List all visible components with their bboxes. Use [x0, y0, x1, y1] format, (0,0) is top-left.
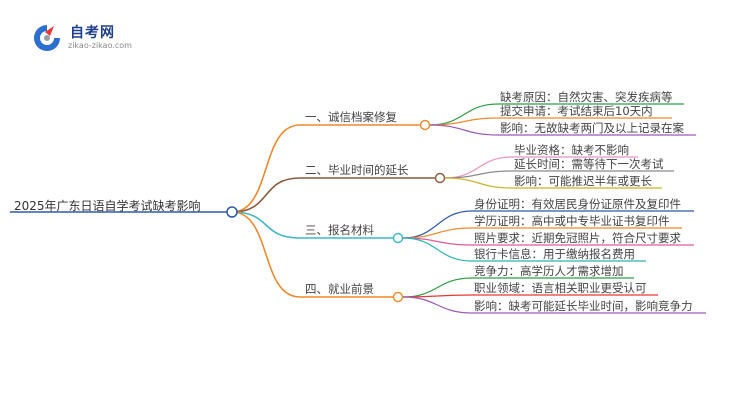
- child-node-1-3[interactable]: 影响：无故缺考两门及以上记录在案: [500, 121, 684, 135]
- site-logo[interactable]: 自考网 zikao-zikao.com: [30, 18, 170, 58]
- child-node-1-1[interactable]: 缺考原因：自然灾害、突发疾病等: [500, 90, 673, 104]
- branch-toggle-1: [419, 119, 431, 131]
- branch-toggle-2: [434, 172, 446, 184]
- branch-link-4: [231, 211, 301, 298]
- child-node-2-3[interactable]: 影响：可能推迟半年或更长: [514, 174, 652, 188]
- logo-subtitle: zikao-zikao.com: [68, 41, 132, 50]
- logo-icon: [34, 25, 60, 51]
- branch-node-3[interactable]: 三、报名材料: [305, 223, 374, 237]
- child-link-4-3: [402, 296, 473, 314]
- child-node-3-4[interactable]: 银行卡信息：用于缴纳报名费用: [474, 247, 635, 261]
- child-node-3-1[interactable]: 身份证明：有效居民身份证原件及复印件: [474, 197, 681, 211]
- child-link-4-1: [402, 277, 473, 298]
- logo-ring: [34, 25, 60, 51]
- child-node-4-1[interactable]: 竞争力：高学历人才需求增加: [474, 264, 624, 278]
- child-link-1-3: [429, 124, 499, 136]
- logo-dot: [44, 35, 50, 41]
- child-link-3-4: [402, 237, 473, 262]
- child-node-3-3[interactable]: 照片要求：近期免冠照片，符合尺寸要求: [474, 231, 681, 245]
- branch-node-2[interactable]: 二、毕业时间的延长: [305, 163, 409, 177]
- root-topic[interactable]: 2025年广东日语自学考试缺考影响: [14, 199, 201, 213]
- child-node-2-1[interactable]: 毕业资格：缺考不影响: [514, 143, 629, 157]
- child-node-4-2[interactable]: 职业领域：语言相关职业更受认可: [474, 281, 647, 295]
- branch-node-1[interactable]: 一、诚信档案修复: [305, 110, 397, 124]
- branch-toggle-3: [392, 232, 404, 244]
- child-node-4-3[interactable]: 影响：缺考可能延长毕业时间，影响竞争力: [474, 299, 693, 313]
- child-link-2-3: [444, 177, 513, 189]
- child-link-3-1: [402, 210, 473, 239]
- child-node-2-2[interactable]: 延长时间：需等待下一次考试: [514, 157, 664, 171]
- child-node-1-2[interactable]: 提交申请：考试结束后10天内: [500, 104, 653, 118]
- child-node-3-2[interactable]: 学历证明：高中或中专毕业证书复印件: [474, 214, 670, 228]
- branch-node-4[interactable]: 四、就业前景: [305, 282, 374, 296]
- logo-pen: [45, 26, 54, 36]
- branch-toggle-4: [392, 291, 404, 303]
- root-toggle: [226, 206, 238, 218]
- branch-link-1: [231, 124, 301, 213]
- branch-link-2: [231, 177, 301, 213]
- branch-link-3: [231, 211, 301, 239]
- logo-title: 自考网: [70, 25, 115, 41]
